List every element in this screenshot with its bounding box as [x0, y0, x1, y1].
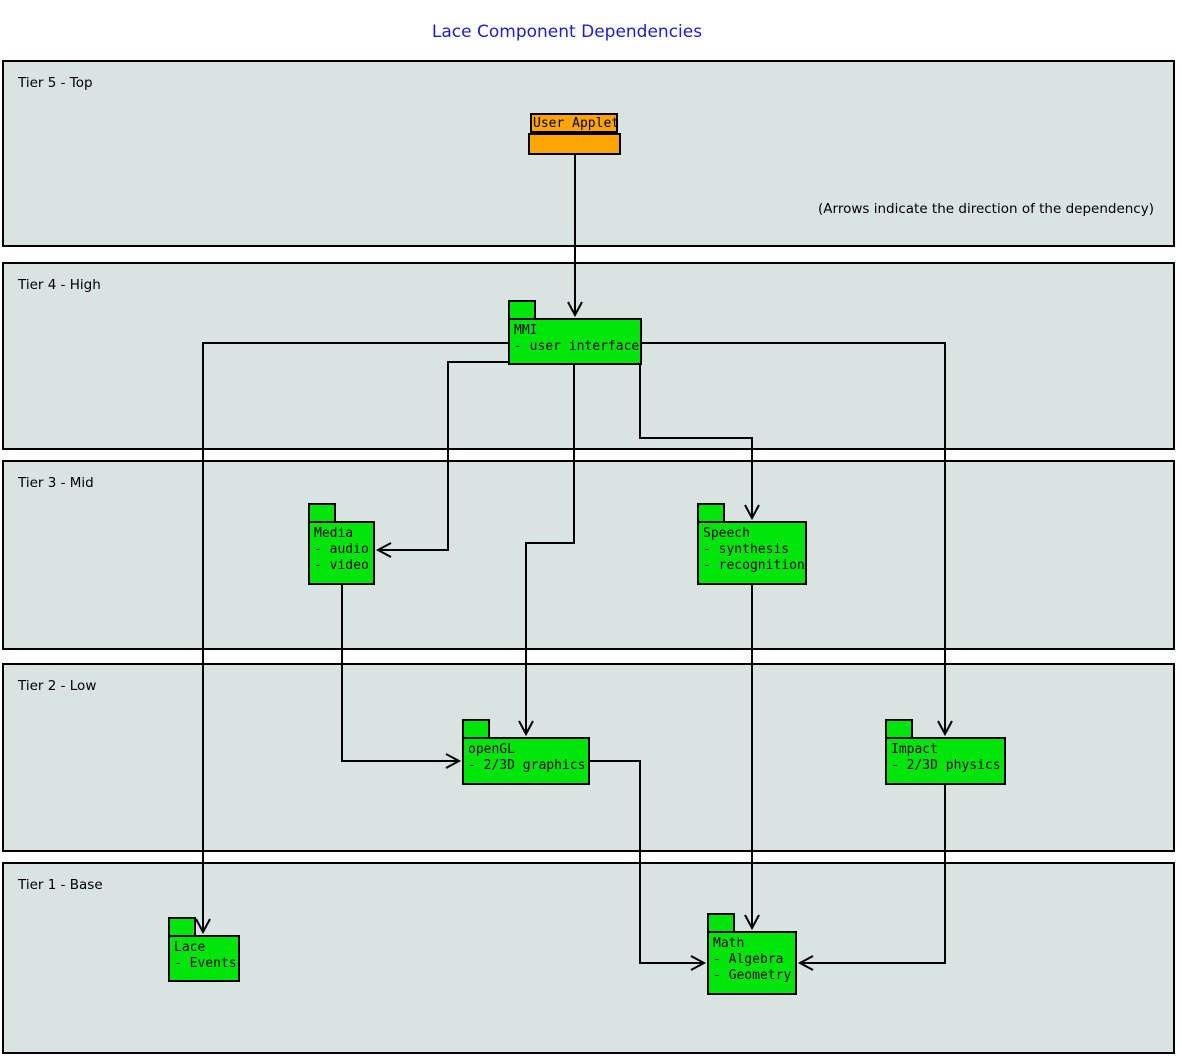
tier-4-label: Tier 4 - High	[18, 277, 101, 293]
component-speech-tab	[697, 503, 725, 521]
tier-1-base: Tier 1 - Base	[2, 862, 1175, 1054]
component-mmi-detail: - user interface	[514, 339, 640, 354]
component-impact-tab	[885, 719, 913, 737]
component-media: Media - audio - video	[308, 521, 375, 585]
component-speech-detail-1: - synthesis	[703, 542, 790, 557]
tier-3-mid: Tier 3 - Mid	[2, 460, 1175, 650]
component-mmi-name: MMI	[514, 323, 538, 338]
component-media-name: Media	[314, 526, 354, 541]
component-lace-tab	[168, 917, 196, 935]
component-user-applet: User Applet	[530, 113, 619, 133]
component-math-detail-1: - Algebra	[713, 952, 784, 967]
component-user-applet-body	[528, 133, 621, 155]
component-math-name: Math	[713, 936, 745, 951]
component-math-detail-2: - Geometry	[713, 968, 792, 983]
component-mmi: MMI - user interface	[508, 318, 642, 365]
component-media-tab	[308, 503, 336, 521]
component-impact-name: Impact	[891, 742, 938, 757]
tier-2-label: Tier 2 - Low	[18, 678, 97, 694]
component-lace-detail: - Events	[174, 956, 237, 971]
component-opengl-name: openGL	[468, 742, 515, 757]
tier-1-label: Tier 1 - Base	[18, 877, 103, 893]
component-speech: Speech - synthesis - recognition	[697, 521, 807, 585]
component-media-detail-2: - video	[314, 558, 369, 573]
tier-4-high: Tier 4 - High	[2, 262, 1175, 450]
component-opengl-tab	[462, 719, 490, 737]
component-speech-detail-2: - recognition	[703, 558, 805, 573]
dependency-direction-note: (Arrows indicate the direction of the de…	[818, 201, 1154, 217]
tier-5-label: Tier 5 - Top	[18, 75, 93, 91]
component-math: Math - Algebra - Geometry	[707, 931, 797, 995]
component-impact-detail: - 2/3D physics	[891, 758, 1001, 773]
component-mmi-tab	[508, 300, 536, 318]
component-speech-name: Speech	[703, 526, 750, 541]
component-math-tab	[707, 913, 735, 931]
component-opengl: openGL - 2/3D graphics	[462, 737, 590, 785]
component-lace-name: Lace	[174, 940, 206, 955]
component-lace: Lace - Events	[168, 935, 240, 982]
component-media-detail-1: - audio	[314, 542, 369, 557]
page-title: Lace Component Dependencies	[431, 22, 703, 42]
component-opengl-detail: - 2/3D graphics	[468, 758, 586, 773]
tier-3-label: Tier 3 - Mid	[18, 475, 94, 491]
component-impact: Impact - 2/3D physics	[885, 737, 1006, 785]
